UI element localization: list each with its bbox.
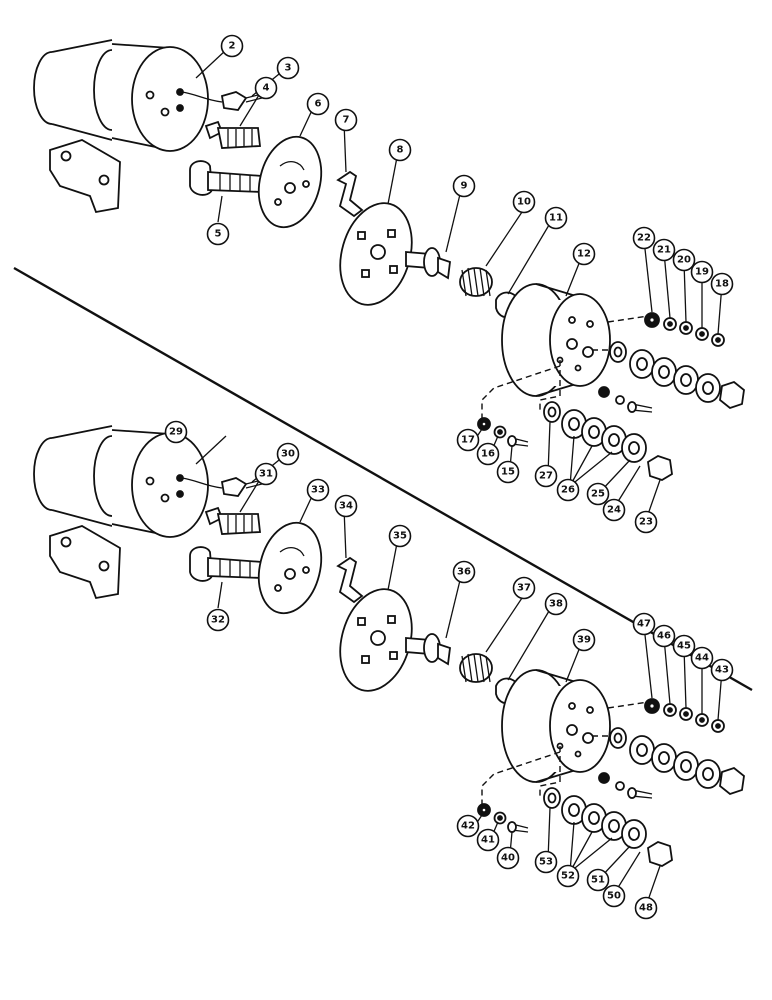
callout-20: 20 [672, 248, 696, 272]
callout-39: 39 [572, 628, 596, 652]
callout-37: 37 [512, 576, 536, 600]
svg-text:32: 32 [211, 615, 225, 626]
svg-text:19: 19 [695, 267, 709, 278]
callout-46: 46 [652, 624, 676, 648]
callout-44: 44 [690, 646, 714, 670]
callout-16: 16 [476, 442, 500, 466]
svg-text:53: 53 [539, 857, 553, 868]
svg-text:23: 23 [639, 517, 653, 528]
svg-text:48: 48 [639, 903, 653, 914]
callout-11: 11 [544, 206, 568, 230]
svg-text:25: 25 [591, 489, 605, 500]
callout-10: 10 [512, 190, 536, 214]
svg-text:12: 12 [577, 249, 591, 260]
svg-text:50: 50 [607, 891, 621, 902]
callout-43: 43 [710, 658, 734, 682]
svg-text:7: 7 [343, 115, 350, 126]
svg-text:18: 18 [715, 279, 729, 290]
callout-19: 19 [690, 260, 714, 284]
callout-35: 35 [388, 524, 412, 548]
callout-36: 36 [452, 560, 476, 584]
callout-24: 24 [602, 498, 626, 522]
svg-text:33: 33 [311, 485, 325, 496]
svg-text:31: 31 [259, 469, 273, 480]
callout-29: 29 [164, 420, 188, 444]
callout-52: 52 [556, 864, 580, 888]
assembly-lower [33, 425, 745, 907]
svg-text:30: 30 [281, 449, 295, 460]
svg-text:51: 51 [591, 875, 605, 886]
svg-text:38: 38 [549, 599, 563, 610]
callout-15: 15 [496, 460, 520, 484]
callout-45: 45 [672, 634, 696, 658]
svg-text:40: 40 [501, 853, 515, 864]
svg-text:8: 8 [397, 145, 404, 156]
callout-9: 9 [452, 174, 476, 198]
svg-text:29: 29 [169, 427, 183, 438]
callout-40: 40 [496, 846, 520, 870]
svg-text:24: 24 [607, 505, 621, 516]
callout-2: 2 [220, 34, 244, 58]
callout-8: 8 [388, 138, 412, 162]
svg-text:9: 9 [461, 181, 468, 192]
callout-3: 3 [276, 56, 300, 80]
callout-12: 12 [572, 242, 596, 266]
callout-5: 5 [206, 222, 230, 246]
callout-38: 38 [544, 592, 568, 616]
svg-text:20: 20 [677, 255, 691, 266]
svg-text:47: 47 [637, 619, 651, 630]
callout-47: 47 [632, 612, 656, 636]
svg-text:27: 27 [539, 471, 553, 482]
callout-18: 18 [710, 272, 734, 296]
svg-text:16: 16 [481, 449, 495, 460]
callout-25: 25 [586, 482, 610, 506]
svg-text:22: 22 [637, 233, 651, 244]
callout-33: 33 [306, 478, 330, 502]
svg-text:6: 6 [315, 99, 322, 110]
svg-text:11: 11 [549, 213, 563, 224]
callout-26: 26 [556, 478, 580, 502]
svg-text:41: 41 [481, 835, 495, 846]
callout-34: 34 [334, 494, 358, 518]
svg-text:4: 4 [263, 83, 270, 94]
svg-text:17: 17 [461, 435, 475, 446]
svg-text:37: 37 [517, 583, 531, 594]
callout-51: 51 [586, 868, 610, 892]
svg-text:34: 34 [339, 501, 353, 512]
callout-41: 41 [476, 828, 500, 852]
callout-30: 30 [276, 442, 300, 466]
divider-line [13, 266, 753, 692]
callout-7: 7 [334, 108, 358, 132]
svg-text:3: 3 [285, 63, 292, 74]
callout-53: 53 [534, 850, 558, 874]
svg-text:42: 42 [461, 821, 475, 832]
callout-50: 50 [602, 884, 626, 908]
svg-text:36: 36 [457, 567, 471, 578]
callout-27: 27 [534, 464, 558, 488]
svg-text:35: 35 [393, 531, 407, 542]
callout-6: 6 [306, 92, 330, 116]
svg-text:52: 52 [561, 871, 575, 882]
svg-text:44: 44 [695, 653, 709, 664]
svg-text:45: 45 [677, 641, 691, 652]
callout-31: 31 [254, 462, 278, 486]
svg-text:10: 10 [517, 197, 531, 208]
callout-48: 48 [634, 896, 658, 920]
callout-17: 17 [456, 428, 480, 452]
svg-text:26: 26 [561, 485, 575, 496]
svg-text:39: 39 [577, 635, 591, 646]
svg-text:15: 15 [501, 467, 515, 478]
svg-text:21: 21 [657, 245, 671, 256]
callout-42: 42 [456, 814, 480, 838]
svg-text:5: 5 [215, 229, 222, 240]
callout-21: 21 [652, 238, 676, 262]
callout-23: 23 [634, 510, 658, 534]
svg-text:2: 2 [229, 41, 236, 52]
svg-text:46: 46 [657, 631, 671, 642]
callout-22: 22 [632, 226, 656, 250]
callout-4: 4 [254, 76, 278, 100]
svg-text:43: 43 [715, 665, 729, 676]
callout-32: 32 [206, 608, 230, 632]
